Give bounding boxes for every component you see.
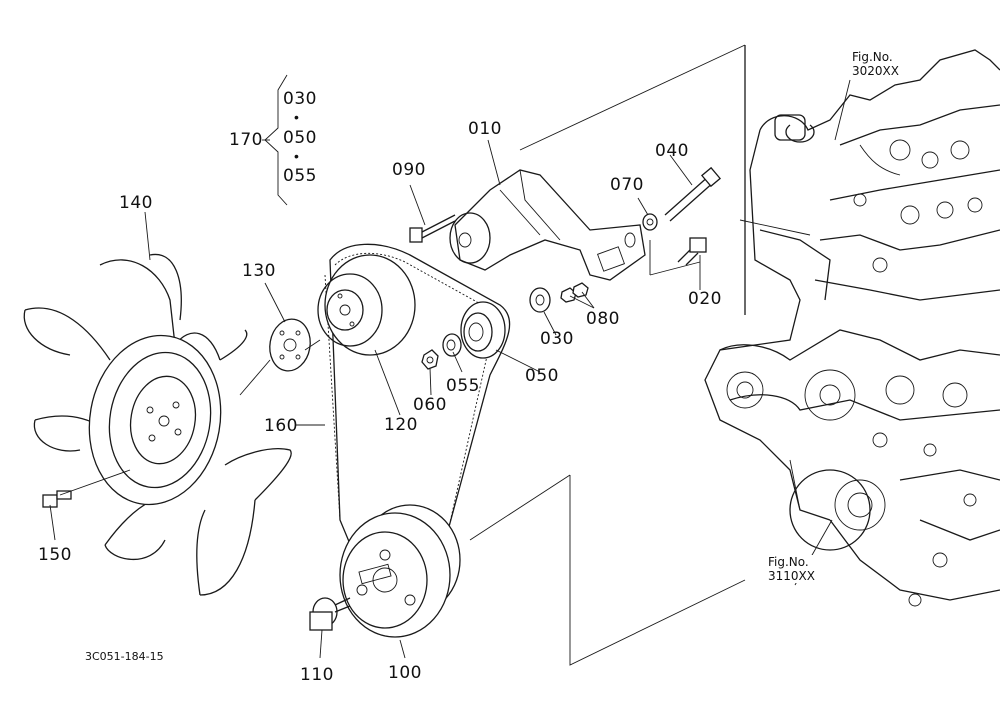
- reference-lines: [469, 240, 746, 666]
- washer-070: [642, 213, 658, 231]
- label-080: 080: [586, 309, 620, 329]
- bolt-020: [677, 237, 707, 266]
- label-170-030: 030: [283, 89, 317, 109]
- fig-ref-top[interactable]: Fig.No. 3020XX: [852, 50, 899, 78]
- washer-055: [442, 333, 462, 357]
- label-050: 050: [525, 366, 559, 386]
- kit-separator: •: [294, 148, 299, 164]
- label-140: 140: [119, 193, 153, 213]
- spacer-130: [269, 318, 311, 372]
- crank-pulley-100: [339, 504, 461, 638]
- bolt-110: [309, 597, 351, 631]
- label-120: 120: [384, 415, 418, 435]
- label-150: 150: [38, 545, 72, 565]
- label-110: 110: [300, 665, 334, 685]
- label-010: 010: [468, 119, 502, 139]
- bracket-010: [449, 169, 646, 281]
- idler-050: [460, 301, 506, 359]
- label-100: 100: [388, 663, 422, 683]
- fig-ref-top-line1: Fig.No.: [852, 50, 893, 64]
- engine-block: [519, 44, 1000, 607]
- fig-ref-bottom-line1: Fig.No.: [768, 555, 809, 569]
- label-030: 030: [540, 329, 574, 349]
- fig-ref-bottom-line2: 3110XX: [768, 569, 815, 583]
- fig-ref-bottom[interactable]: Fig.No. 3110XX: [768, 555, 815, 583]
- fig-ref-top-line2: 3020XX: [852, 64, 899, 78]
- label-090: 090: [392, 160, 426, 180]
- nuts-080: [560, 282, 589, 303]
- label-060: 060: [413, 395, 447, 415]
- fan-140: [23, 253, 292, 596]
- leader-lines: [49, 74, 851, 659]
- label-160: 160: [264, 416, 298, 436]
- label-130: 130: [242, 261, 276, 281]
- washer-030: [529, 287, 551, 313]
- label-070: 070: [610, 175, 644, 195]
- label-020: 020: [688, 289, 722, 309]
- bolt-150: [42, 490, 72, 508]
- nut-060: [421, 349, 439, 370]
- bolt-090: [409, 214, 456, 243]
- pulley-120: [317, 254, 416, 356]
- label-170-055: 055: [283, 166, 317, 186]
- drawing-code: 3C051-184-15: [85, 650, 164, 663]
- bolt-040: [664, 166, 722, 222]
- label-055: 055: [446, 376, 480, 396]
- label-040: 040: [655, 141, 689, 161]
- kit-separator: •: [294, 109, 299, 125]
- label-170: 170: [229, 130, 263, 150]
- label-170-050: 050: [283, 128, 317, 148]
